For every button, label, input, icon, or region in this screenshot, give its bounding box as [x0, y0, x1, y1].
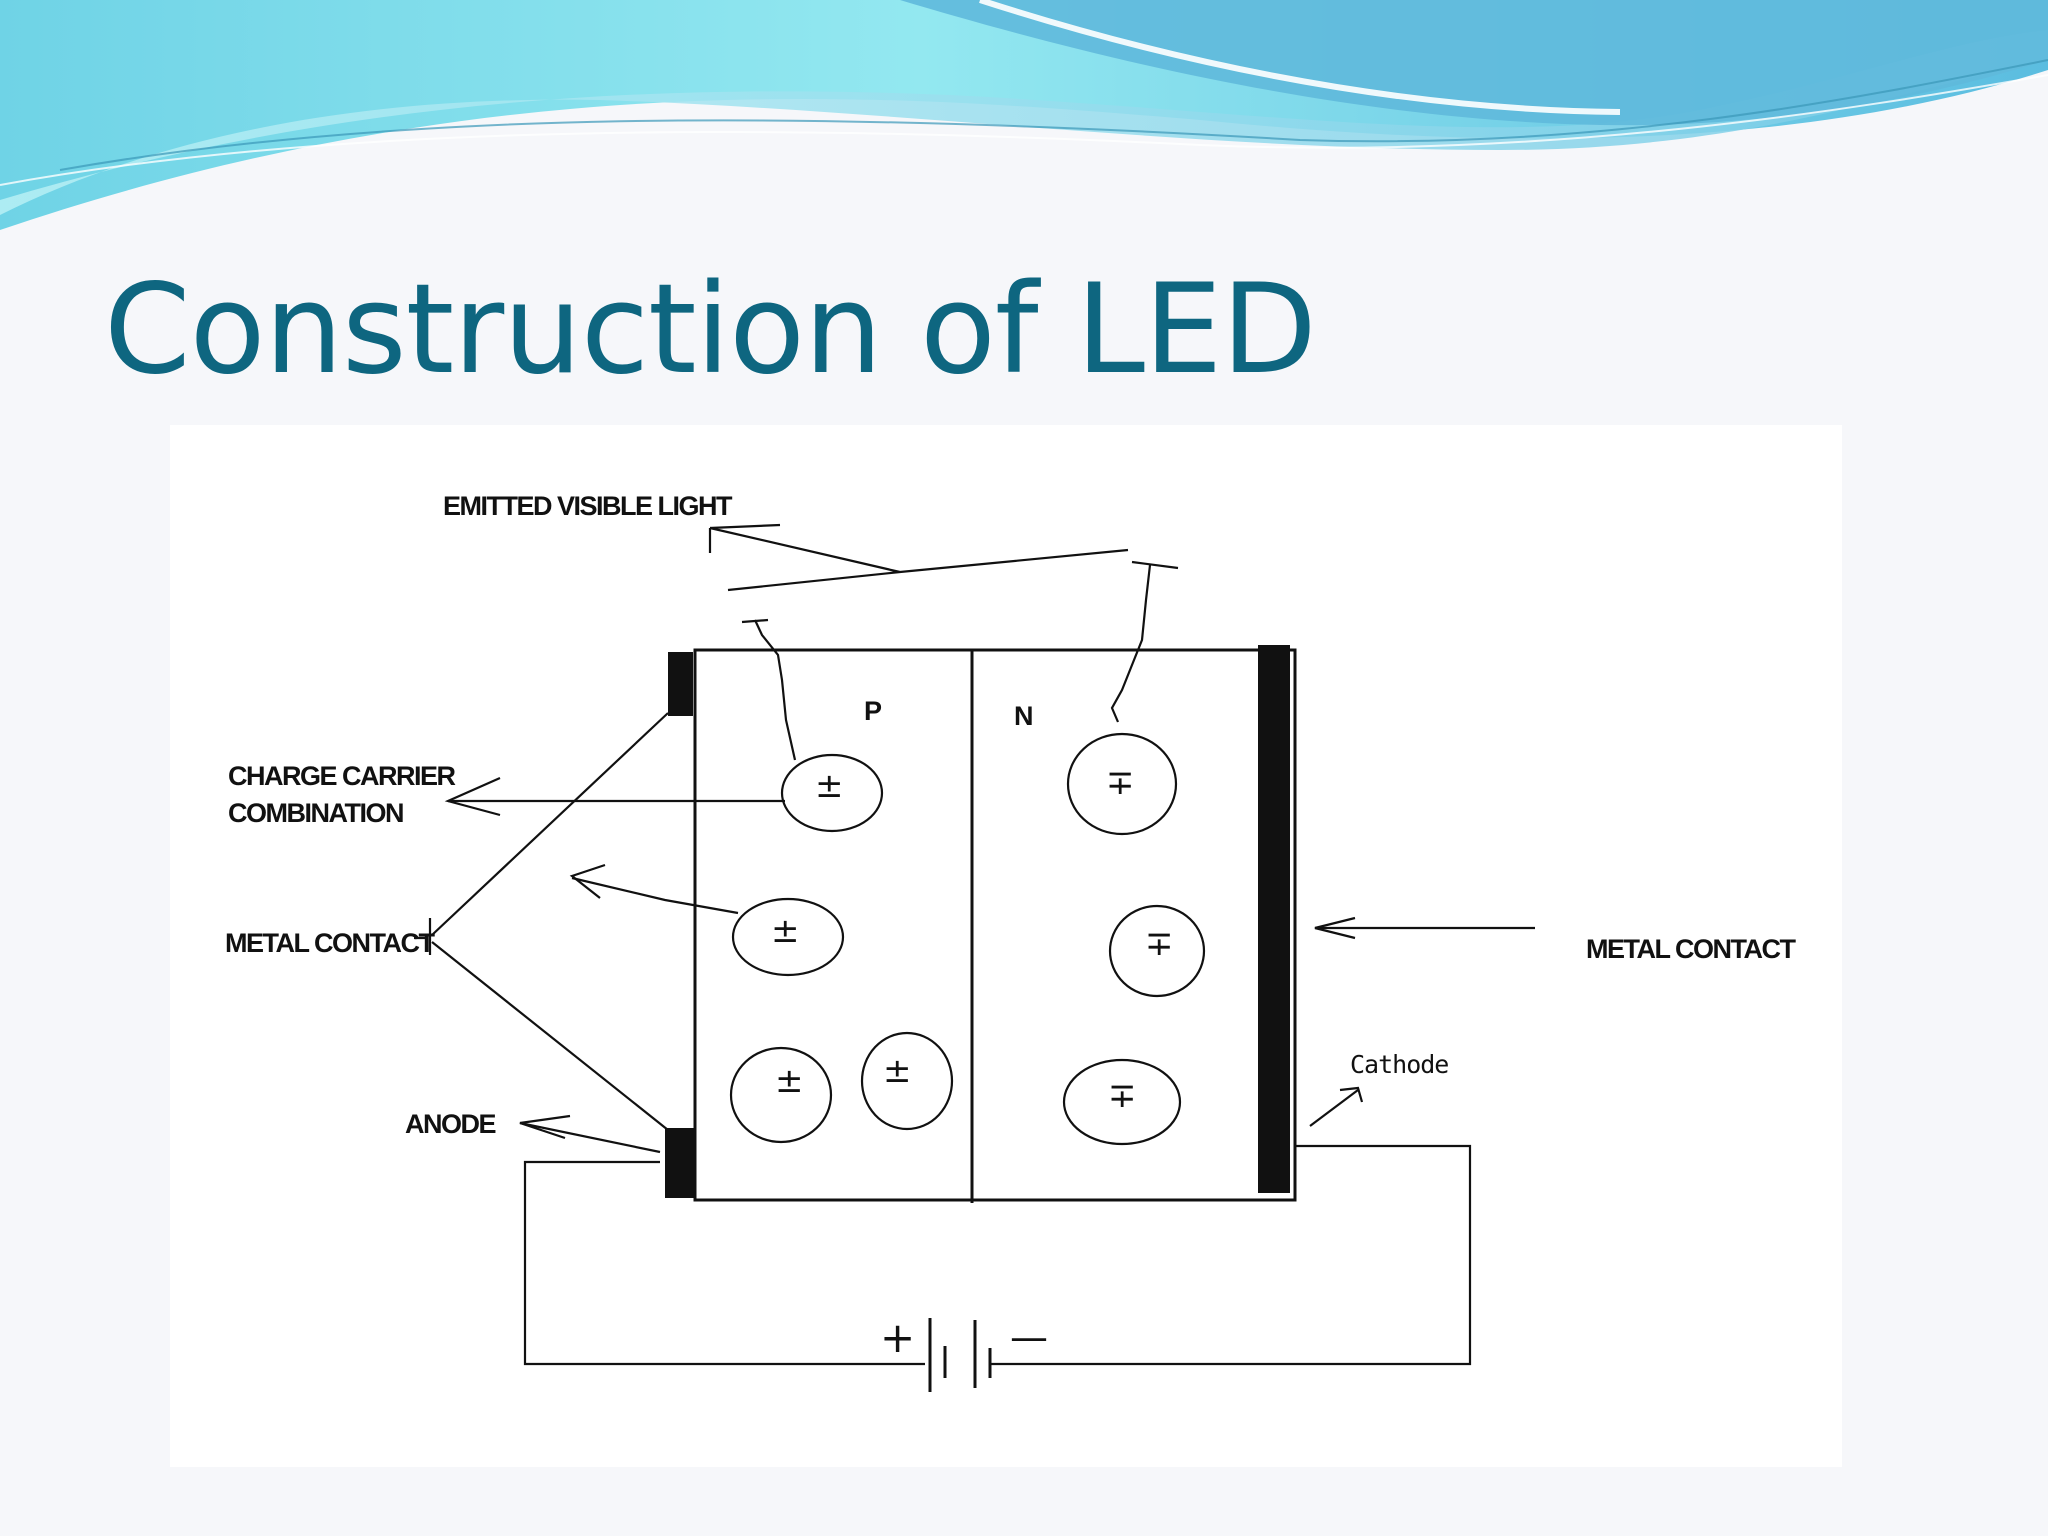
light-ray-n [1110, 564, 1152, 723]
p-carrier-4 [860, 1031, 954, 1131]
anode-pointer [519, 1121, 661, 1154]
metal-contact-top-left [668, 652, 693, 716]
banner-wave-front [900, 0, 2048, 126]
anode-label: ANODE [405, 1109, 495, 1139]
banner-wave-line-2 [0, 74, 2048, 186]
circuit-wire-left [523, 1160, 925, 1366]
emitted-light-arrowhead [708, 523, 781, 553]
led-body [693, 648, 1297, 1202]
metal-contact-right-arrowhead [1314, 916, 1356, 940]
p-carrier-4-symbol: ± [883, 1051, 912, 1091]
p-carrier-1 [780, 753, 884, 833]
p-region-label: P [864, 696, 882, 726]
metal-contact-right [1258, 645, 1290, 1193]
diagram-panel [170, 425, 1842, 1467]
banner-wave-highlight [0, 30, 2048, 215]
anode-arrowhead [519, 1114, 571, 1140]
banner-wave-stripe [979, 0, 1621, 115]
cathode-arrowhead [1339, 1086, 1364, 1103]
emitted-light-label: EMITTED VISIBLE LIGHT [443, 491, 733, 521]
n-carrier-3 [1062, 1058, 1182, 1146]
recombination-pointer [571, 876, 739, 915]
slide-title: Construction of LED [104, 258, 1317, 402]
charge-carrier-label-1: CHARGE CARRIER [228, 761, 456, 791]
header-wave-banner [0, 0, 2048, 230]
p-carrier-2-symbol: ± [771, 911, 800, 951]
metal-contact-left-tick [414, 918, 432, 955]
n-carrier-1-symbol: ∓ [1106, 763, 1135, 803]
cathode-label: Cathode [1350, 1050, 1448, 1079]
cathode-pointer [1309, 1089, 1359, 1127]
p-carrier-2 [731, 897, 845, 977]
n-region-label: N [1014, 701, 1032, 731]
light-ray-p [754, 619, 797, 761]
n-carrier-1 [1066, 732, 1178, 836]
p-carrier-3 [729, 1046, 833, 1144]
metal-contact-leader-bottom [431, 941, 669, 1131]
charge-carrier-label-2: COMBINATION [228, 798, 403, 828]
circuit-wire-right [990, 1144, 1472, 1366]
light-ray-n-head [1131, 560, 1179, 570]
metal-contact-right-label: METAL CONTACT [1586, 934, 1796, 964]
n-carrier-2-symbol: ∓ [1145, 924, 1174, 964]
n-carrier-3-symbol: ∓ [1108, 1076, 1137, 1116]
battery-negative-sign: — [1010, 1315, 1048, 1359]
metal-contact-left-label: METAL CONTACT [225, 928, 435, 958]
n-carrier-2 [1108, 904, 1206, 998]
light-ray-p-head [741, 618, 769, 624]
recombination-arrowhead [569, 863, 606, 899]
p-carrier-1-symbol: ± [815, 766, 844, 806]
charge-carrier-arrowhead [444, 776, 501, 817]
battery-positive-sign: + [880, 1313, 915, 1362]
metal-contact-leader-top [431, 712, 669, 936]
emitted-light-arrow [709, 526, 1129, 592]
banner-wave-line [59, 59, 2048, 171]
metal-contact-bottom-left [665, 1128, 695, 1198]
p-carrier-3-symbol: ± [775, 1061, 804, 1101]
